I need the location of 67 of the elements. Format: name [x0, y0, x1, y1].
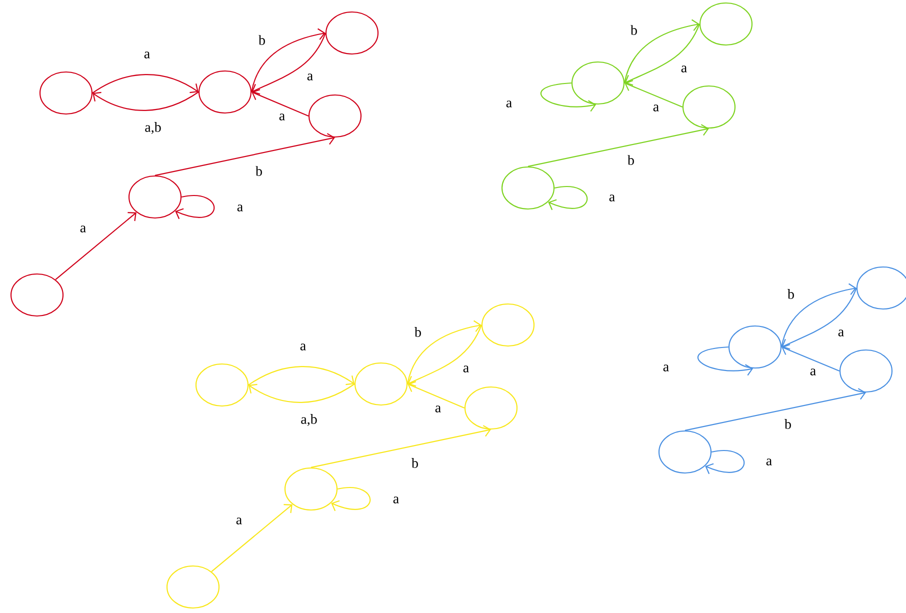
state-ellipse [128, 175, 182, 219]
state-ellipse [571, 61, 625, 105]
edge-label: b [784, 419, 791, 429]
arrow [92, 74, 198, 94]
edge-label: a [681, 66, 687, 72]
loop-arrow [698, 346, 754, 376]
edge-label: a [653, 104, 659, 112]
state-ellipse [39, 71, 93, 115]
edge-label: b [414, 327, 421, 337]
state-ellipse [728, 325, 782, 369]
loop-arrow [540, 82, 596, 112]
state-ellipse [10, 273, 64, 317]
edge-label: a,b [301, 414, 317, 426]
edge-label: a [393, 496, 399, 504]
edge-label: b [788, 289, 794, 299]
state-ellipse [284, 467, 338, 511]
edge-label: a [506, 100, 512, 108]
edge-label: b [628, 155, 634, 165]
state-ellipse [325, 11, 379, 55]
arrow [252, 89, 309, 116]
edge-label: a,b [145, 122, 161, 134]
edge-label: a [300, 344, 306, 350]
arrow [624, 80, 683, 108]
arrow [248, 384, 355, 403]
arrow [528, 124, 709, 167]
arrow [310, 425, 491, 468]
edge-label: a [810, 368, 816, 376]
edge-label: a [435, 406, 441, 412]
state-ellipse [308, 94, 362, 138]
state-ellipse [195, 363, 249, 407]
edge-label: b [258, 35, 265, 45]
edge-label: b [412, 458, 418, 468]
state-ellipse [481, 303, 535, 347]
arrow [55, 212, 136, 280]
state-ellipse [198, 70, 252, 114]
state-ellipse [354, 362, 408, 406]
edge-label: a [663, 364, 669, 372]
edge-label: a [144, 52, 150, 58]
edge-label: a [609, 194, 615, 202]
state-ellipse [699, 2, 753, 46]
edge-label: a [838, 330, 844, 336]
state-ellipse [682, 85, 736, 129]
edge-label: b [630, 25, 637, 35]
edge-label: b [256, 166, 262, 176]
arrow [248, 366, 354, 386]
edge-label: a [236, 518, 242, 524]
edge-label: a [463, 366, 469, 372]
arrow [408, 381, 465, 408]
arrow [782, 344, 840, 372]
arrow [92, 92, 199, 111]
edge-label: a [279, 114, 285, 120]
arrow [684, 388, 866, 431]
state-ellipse [658, 430, 712, 474]
edge-label: a [307, 74, 313, 80]
loop-arrow [175, 195, 215, 220]
edge-label: a [766, 458, 772, 466]
loop-arrow [331, 487, 371, 512]
arrow [154, 133, 335, 176]
arrow [211, 504, 292, 572]
state-ellipse [501, 166, 555, 210]
loop-arrow [705, 450, 745, 474]
state-ellipse [166, 565, 220, 609]
state-ellipse [464, 386, 518, 430]
edge-label: a [80, 226, 86, 232]
loop-arrow [548, 186, 588, 210]
edge-label: a [237, 204, 243, 212]
state-ellipse [839, 349, 893, 393]
